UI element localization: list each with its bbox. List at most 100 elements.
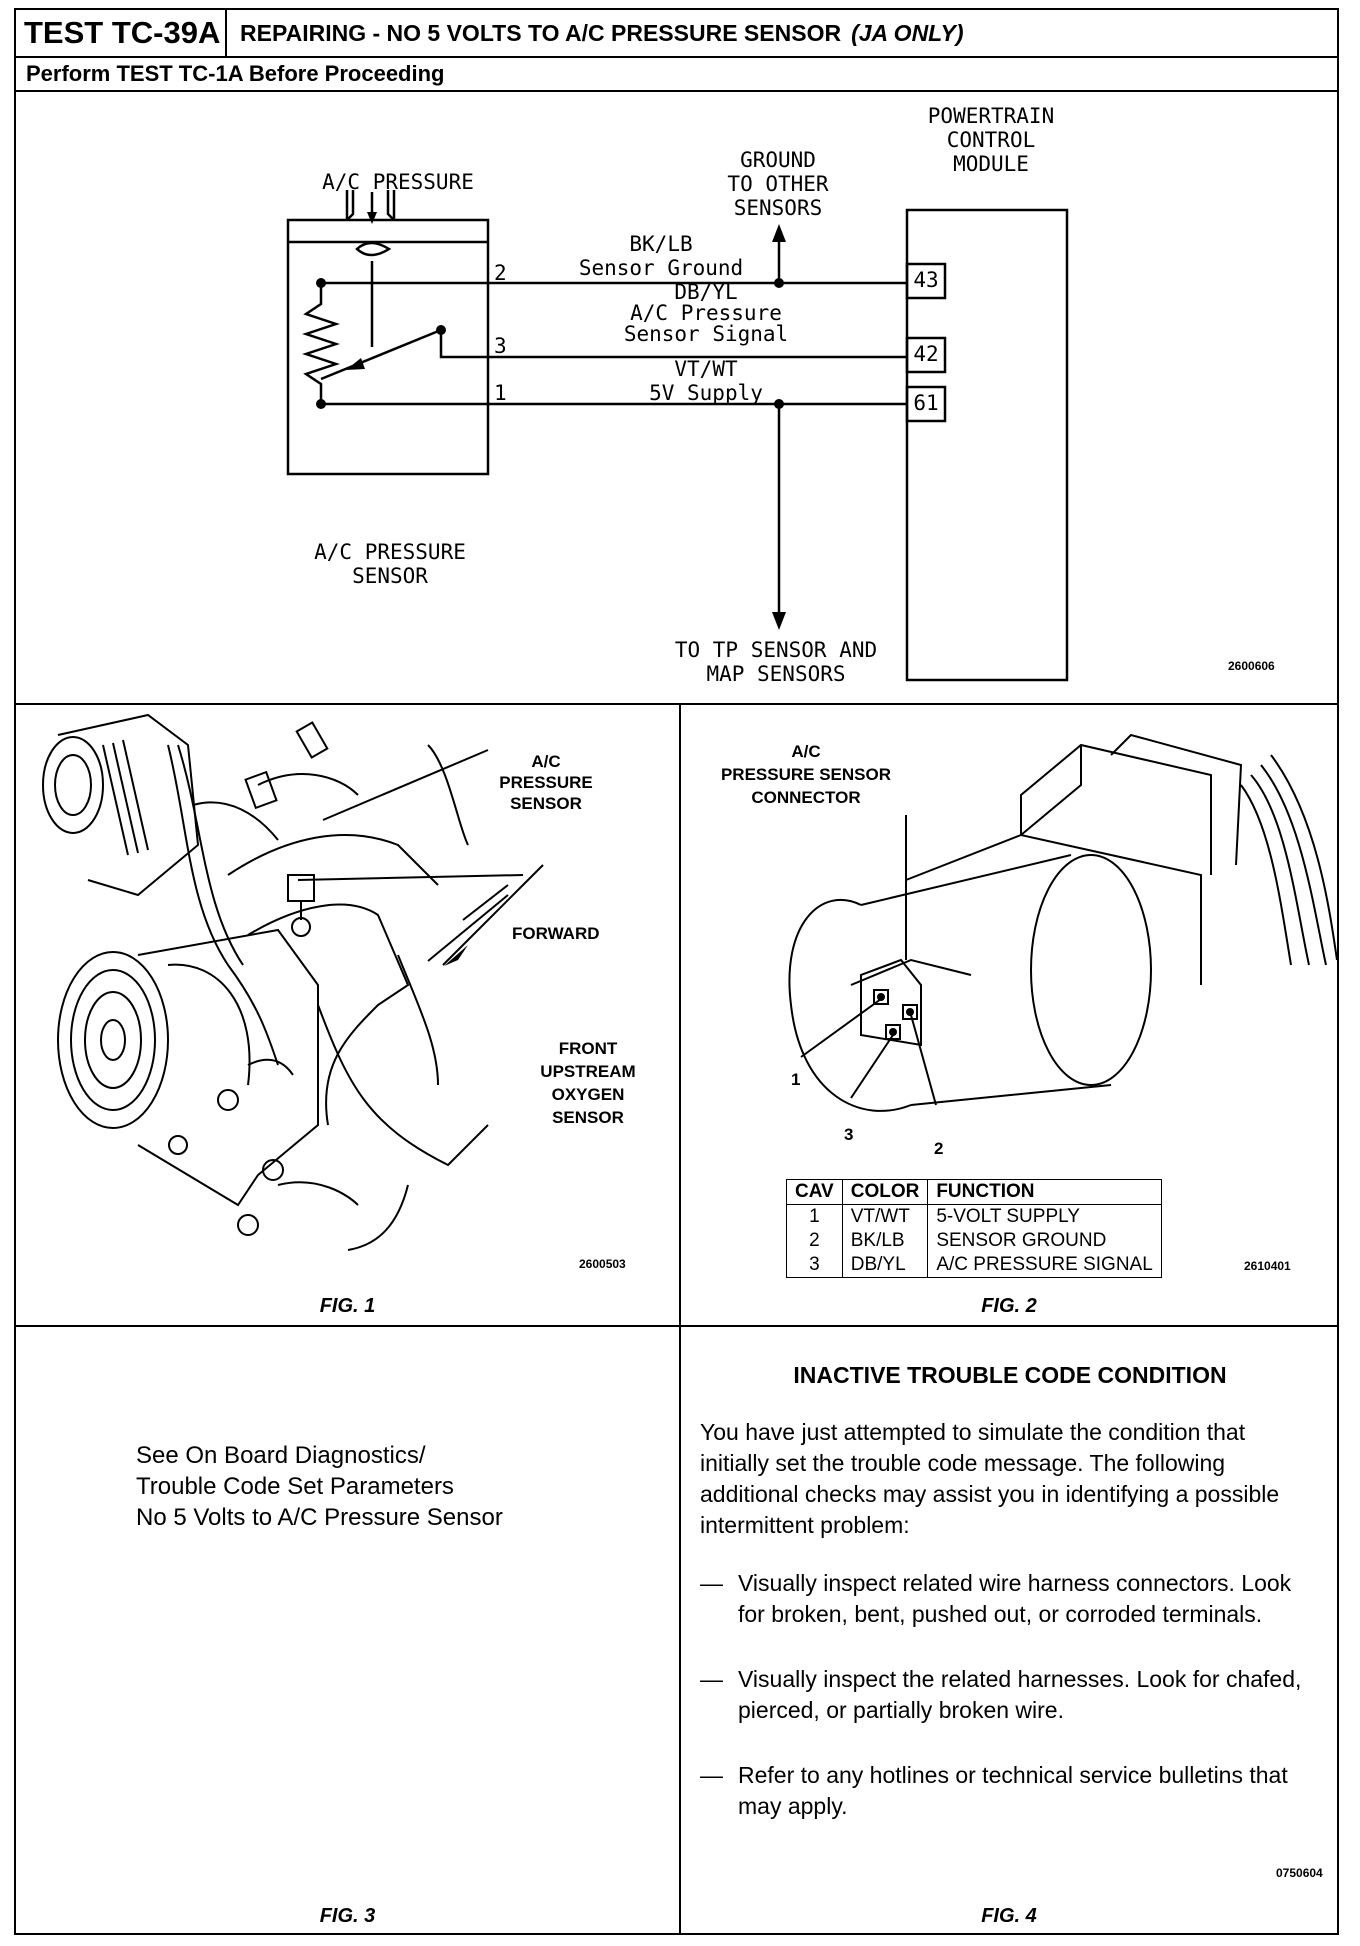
table-header: FUNCTION	[927, 1179, 1162, 1205]
label-connector: A/C PRESSURE SENSOR CONNECTOR	[696, 740, 916, 809]
fig1-o2-line: SENSOR	[552, 1108, 624, 1127]
table-cell: VT/WT	[841, 1204, 929, 1229]
reference-line: Trouble Code Set Parameters	[136, 1473, 454, 1500]
divider-schematic	[16, 703, 1337, 705]
table-cell: 2	[786, 1229, 843, 1253]
fig1-o2-line: FRONT	[558, 1039, 618, 1058]
list-item: — Refer to any hotlines or technical ser…	[700, 1760, 1320, 1822]
pcm-pin-signal: 42	[913, 342, 939, 366]
reference-line: No 5 Volts to A/C Pressure Sensor	[136, 1504, 503, 1531]
page-title: REPAIRING - NO 5 VOLTS TO A/C PRESSURE S…	[240, 10, 964, 56]
table-cell: BK/LB	[841, 1229, 929, 1253]
ac-pressure-label: A/C PRESSURE	[322, 170, 474, 194]
fig2-label-line: CONNECTOR	[751, 788, 861, 807]
dash-bullet: —	[700, 1762, 723, 1788]
condition-intro: You have just attempted to simulate the …	[700, 1419, 1280, 1538]
pcm-label: POWERTRAIN CONTROL MODULE	[901, 104, 1081, 176]
list-item: — Visually inspect related wire harness …	[700, 1568, 1320, 1630]
pcm-pin-ground: 43	[913, 268, 939, 292]
pin-1: 1	[494, 381, 507, 405]
pcm-label-line: MODULE	[953, 152, 1029, 176]
tp-label-line: MAP SENSORS	[706, 662, 846, 686]
table-cell: 5-VOLT SUPPLY	[927, 1204, 1162, 1229]
wire-ground-color: BK/LB	[629, 232, 693, 256]
header-bar: TEST TC-39A REPAIRING - NO 5 VOLTS TO A/…	[16, 10, 1337, 58]
wire-supply-color: VT/WT	[674, 357, 738, 381]
pcm-label-line: CONTROL	[946, 128, 1036, 152]
wire-supply-label: VT/WT 5V Supply	[606, 357, 806, 405]
wire-ground-label: BK/LB Sensor Ground	[561, 232, 761, 280]
ground-label: GROUND TO OTHER SENSORS	[688, 148, 868, 220]
table-header: CAV	[786, 1179, 843, 1205]
callout-2: 2	[934, 1139, 944, 1158]
callout-1: 1	[791, 1070, 801, 1089]
fig2-code: 2610401	[1244, 1259, 1291, 1273]
tp-label-line: TO TP SENSOR AND	[674, 638, 878, 662]
ground-label-line: GROUND	[740, 148, 816, 172]
fig1-o2-line: OXYGEN	[551, 1085, 625, 1104]
table-header: COLOR	[841, 1179, 929, 1205]
title-text: REPAIRING - NO 5 VOLTS TO A/C PRESSURE S…	[240, 20, 842, 46]
fig1-label-line: PRESSURE	[499, 773, 593, 792]
ground-label-line: SENSORS	[733, 196, 823, 220]
wire-signal-color: DB/YL	[674, 280, 738, 304]
fig2-caption: FIG. 2	[981, 1295, 1037, 1317]
pin-2: 2	[494, 261, 507, 285]
callout-3: 3	[844, 1125, 854, 1144]
connector-illustration	[788, 733, 1337, 1112]
wire-ground-name: Sensor Ground	[578, 256, 744, 280]
sensor-box	[286, 218, 490, 476]
fig2-label-line: A/C	[791, 742, 821, 761]
bullet-text: Refer to any hotlines or technical servi…	[738, 1762, 1288, 1819]
fig1-caption: FIG. 1	[319, 1295, 376, 1317]
fig1-code: 2600503	[579, 1257, 626, 1271]
schematic-labels: POWERTRAIN CONTROL MODULE GROUND TO OTHE…	[16, 92, 1337, 703]
pin-3: 3	[494, 334, 507, 358]
wire-supply-name: 5V Supply	[649, 381, 763, 405]
condition-heading: INACTIVE TROUBLE CODE CONDITION	[793, 1362, 1227, 1388]
table-row: 3 DB/YL A/C PRESSURE SIGNAL	[786, 1253, 1162, 1278]
wire-signal-label: DB/YL A/C Pressure Sensor Signal	[606, 282, 806, 345]
label-ac-pressure-sensor: A/C PRESSURE SENSOR	[486, 751, 606, 814]
ground-label-line: TO OTHER	[727, 172, 829, 196]
pcm-pin-supply: 61	[913, 391, 939, 415]
label-o2-sensor: FRONT UPSTREAM OXYGEN SENSOR	[524, 1037, 652, 1129]
divider-figs	[16, 1325, 1337, 1327]
dash-bullet: —	[700, 1570, 723, 1596]
table-cell: SENSOR GROUND	[927, 1229, 1162, 1253]
page-subtitle: Perform TEST TC-1A Before Proceeding	[16, 56, 1337, 92]
reference-line: See On Board Diagnostics/	[136, 1442, 426, 1469]
fig2-label-line: PRESSURE SENSOR	[720, 765, 892, 784]
set-parameters-reference: See On Board Diagnostics/ Trouble Code S…	[136, 1440, 503, 1533]
table-cell: A/C PRESSURE SIGNAL	[927, 1253, 1162, 1278]
bullet-text: Visually inspect related wire harness co…	[738, 1570, 1292, 1627]
sensor-label: A/C PRESSURE SENSOR	[284, 540, 496, 588]
label-forward: FORWARD	[512, 924, 600, 943]
table-row: 2 BK/LB SENSOR GROUND	[786, 1229, 1162, 1253]
sensor-label-line: SENSOR	[352, 564, 428, 588]
wire-signal-name: A/C Pressure	[630, 301, 782, 325]
test-page: TEST TC-39A REPAIRING - NO 5 VOLTS TO A/…	[14, 8, 1339, 1935]
pcm-label-line: POWERTRAIN	[927, 104, 1055, 128]
fig4-code: 0750604	[1276, 1866, 1323, 1880]
table-cell: 1	[786, 1204, 843, 1229]
fig1-label-line: SENSOR	[510, 794, 582, 813]
fig1-o2-line: UPSTREAM	[540, 1062, 636, 1081]
tp-sensor-label: TO TP SENSOR AND MAP SENSORS	[636, 638, 916, 686]
title-note: (JA ONLY)	[851, 20, 964, 46]
engine-illustration	[42, 713, 544, 1251]
table-row: 1 VT/WT 5-VOLT SUPPLY	[786, 1204, 1162, 1229]
schematic-code: 2600606	[1228, 659, 1275, 673]
table-cell: 3	[786, 1253, 843, 1278]
sensor-label-line: A/C PRESSURE	[314, 540, 466, 564]
list-item: — Visually inspect the related harnesses…	[700, 1664, 1320, 1726]
inactive-condition-panel: INACTIVE TROUBLE CODE CONDITION You have…	[700, 1360, 1320, 1844]
wire-signal-name: Sensor Signal	[623, 322, 789, 346]
test-id: TEST TC-39A	[16, 10, 227, 56]
fig1-label-line: A/C	[531, 752, 561, 771]
bullet-text: Visually inspect the related harnesses. …	[738, 1666, 1302, 1723]
dash-bullet: —	[700, 1666, 723, 1692]
cavity-table: CAV COLOR FUNCTION 1 VT/WT 5-VOLT SUPPLY…	[786, 1179, 1162, 1278]
fig4-caption: FIG. 4	[981, 1905, 1037, 1927]
divider-vertical	[679, 703, 681, 1933]
